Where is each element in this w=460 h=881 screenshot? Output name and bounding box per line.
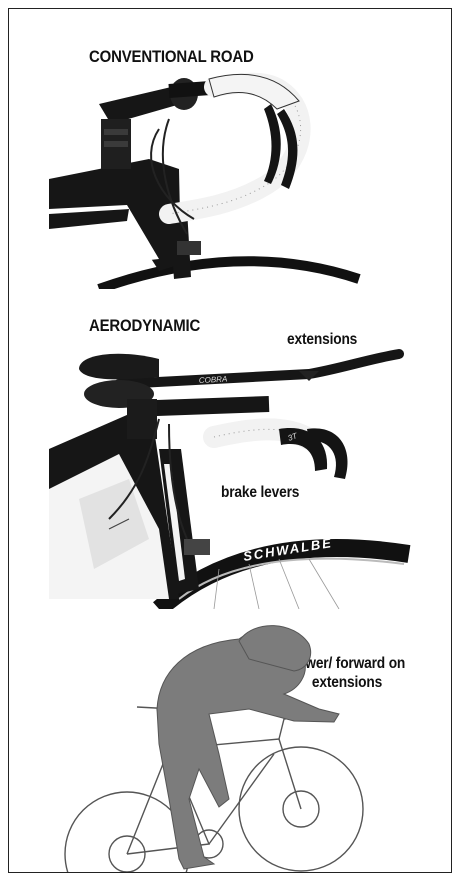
rider-silhouette bbox=[157, 631, 339, 869]
rider-diagram bbox=[9, 9, 452, 873]
figure-frame: CONVENTIONAL ROAD AERODYNAM bbox=[8, 8, 452, 873]
